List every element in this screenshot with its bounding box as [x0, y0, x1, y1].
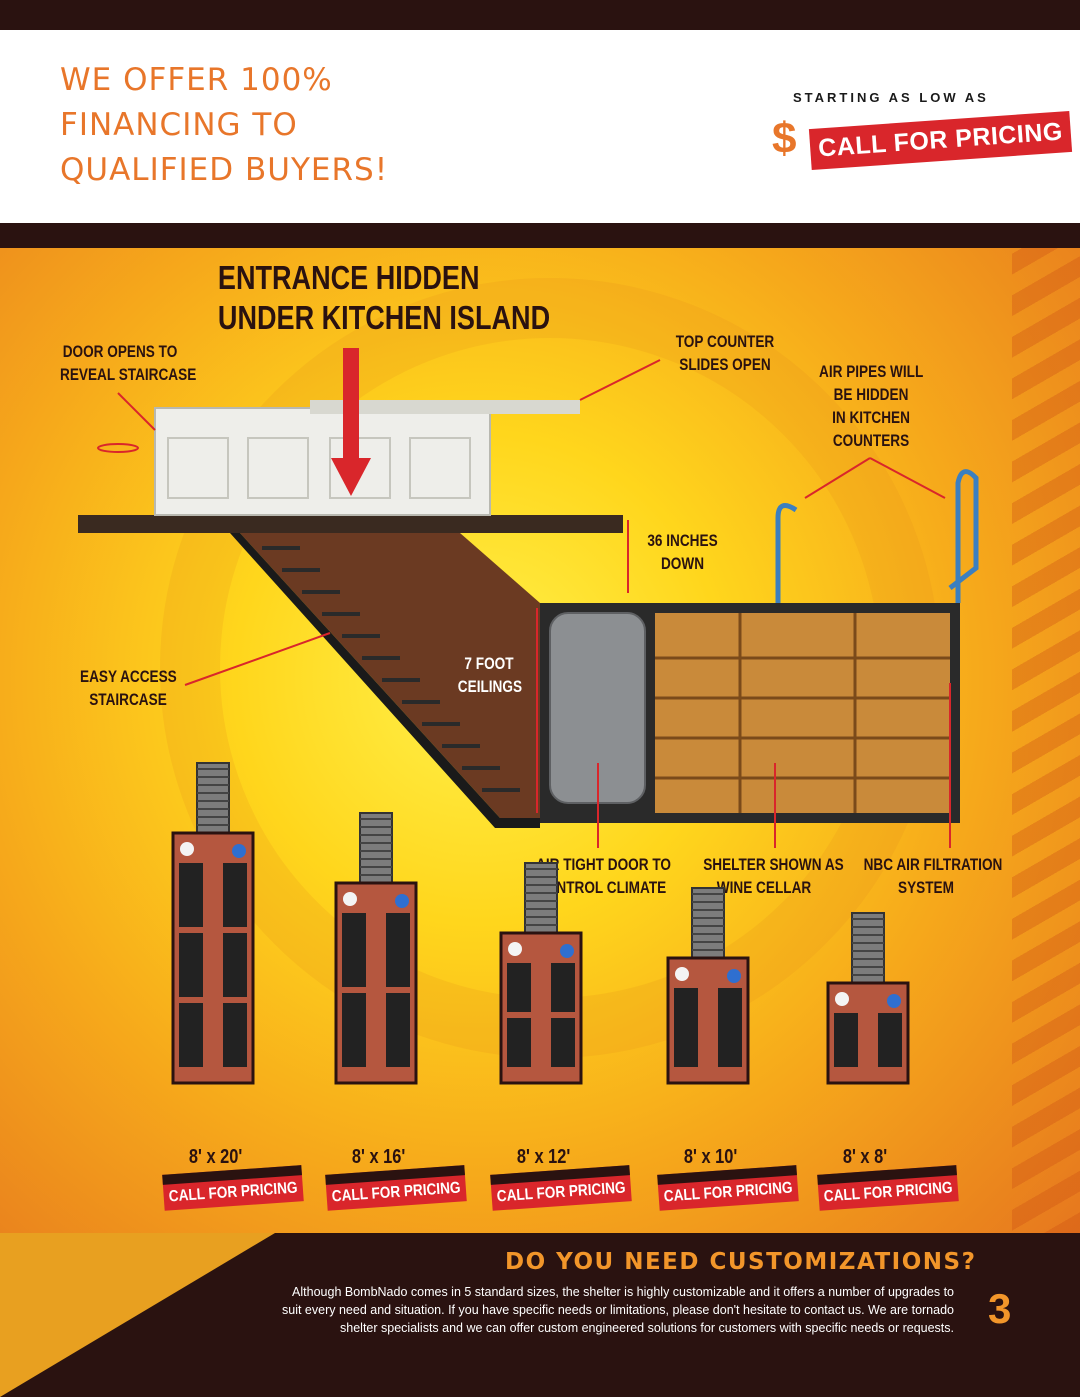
- label-air-pipes-line-3: IN KITCHEN: [832, 408, 910, 427]
- plan-size-label: 8' x 20': [188, 1146, 243, 1168]
- stair-steps: [262, 546, 520, 792]
- label-nbc-air-line-2: SYSTEM: [898, 878, 954, 897]
- label-inches-down: 36 INCHES DOWN: [645, 529, 721, 575]
- label-ceilings: 7 FOOT CEILINGS: [457, 652, 523, 698]
- plan-bunk-left: [179, 933, 203, 997]
- staircase-outline: [230, 533, 540, 828]
- top-bar: [0, 0, 1080, 30]
- label-nbc-air-line-1: NBC AIR FILTRATION: [863, 855, 1003, 874]
- plan-bunk-right: [223, 1003, 247, 1067]
- label-inches-down-line-2: DOWN: [660, 554, 705, 573]
- plan-bunk-left: [342, 913, 366, 987]
- plan-stair-tower: [196, 762, 230, 834]
- label-easy-access-line-2: STAIRCASE: [89, 690, 167, 709]
- label-air-pipes-line-4: COUNTERS: [832, 431, 910, 450]
- label-easy-access-line-1: EASY ACCESS: [80, 667, 177, 686]
- plan-bunk-left: [674, 988, 698, 1067]
- entrance-arrow-shaft: [343, 348, 359, 468]
- plan-bunk-right: [551, 963, 575, 1012]
- financing-line-3: QUALIFIED BUYERS!: [60, 152, 389, 188]
- header-panel: WE OFFER 100% FINANCING TO QUALIFIED BUY…: [0, 30, 1080, 223]
- label-air-pipes-line-1: AIR PIPES WILL: [819, 362, 924, 381]
- plan-bunk-left: [179, 1003, 203, 1067]
- plan-size-label: 8' x 8': [842, 1146, 888, 1168]
- plan-air-filter: [887, 994, 901, 1008]
- plan-bunk-left: [507, 963, 531, 1012]
- label-air-tight-line-2: CONTROL CLIMATE: [536, 878, 667, 897]
- financing-headline: WE OFFER 100% FINANCING TO QUALIFIED BUY…: [60, 58, 388, 193]
- label-door-opens-line-2: REVEAL STAIRCASE: [60, 365, 197, 384]
- floor-plans: [171, 762, 910, 1085]
- door-swing-indicator: [97, 443, 139, 453]
- plan-toilet: [180, 842, 194, 856]
- label-air-tight: AIR TIGHT DOOR TO CONTROL CLIMATE: [536, 853, 671, 899]
- plan-air-filter: [232, 844, 246, 858]
- call-for-pricing-badge[interactable]: CALL FOR PRICING: [808, 110, 1073, 171]
- floor-slab: [78, 515, 623, 533]
- plan-toilet: [835, 992, 849, 1006]
- label-wine-cellar-line-2: WINE CELLAR: [716, 878, 812, 897]
- financing-line-1: WE OFFER 100%: [60, 62, 333, 98]
- label-door-opens: DOOR OPENS TO REVEAL STAIRCASE: [60, 340, 197, 386]
- plan-bunk-left: [507, 1018, 531, 1067]
- label-air-pipes: AIR PIPES WILL BE HIDDEN IN KITCHEN COUN…: [819, 360, 923, 452]
- plan-size-label: 8' x 12': [516, 1146, 571, 1168]
- entrance-title-line-1: ENTRANCE HIDDEN: [217, 259, 480, 296]
- plan-stair-tower: [524, 862, 558, 934]
- label-door-opens-line-1: DOOR OPENS TO: [62, 342, 178, 361]
- label-top-counter-line-1: TOP COUNTER: [675, 332, 775, 351]
- dollar-sign: $: [772, 114, 797, 163]
- plan-size-label: 8' x 10': [683, 1146, 738, 1168]
- plan-toilet: [675, 967, 689, 981]
- callout-lines: [117, 359, 951, 848]
- wine-cellar-interior: [655, 613, 950, 813]
- entrance-arrow-head: [331, 458, 371, 496]
- financing-line-2: FINANCING TO: [60, 107, 298, 143]
- footer-accent-triangle: [0, 1233, 275, 1397]
- label-air-pipes-line-2: BE HIDDEN: [833, 385, 909, 404]
- divider-bar: [0, 223, 1080, 248]
- label-inches-down-line-1: 36 INCHES: [647, 531, 718, 550]
- plan-bunk-right: [718, 988, 742, 1067]
- plan-bunk-right: [223, 933, 247, 997]
- wine-rack-shelves: [655, 613, 950, 813]
- plan-toilet: [508, 942, 522, 956]
- plan-bunk-right: [386, 993, 410, 1067]
- label-top-counter-line-2: SLIDES OPEN: [679, 355, 771, 374]
- plan-bunk-right: [223, 863, 247, 927]
- air-pipe-left: [775, 503, 798, 603]
- plan-air-filter: [727, 969, 741, 983]
- customizations-body: Although BombNado comes in 5 standard si…: [282, 1285, 954, 1335]
- plan-toilet: [343, 892, 357, 906]
- plan-stair-tower: [359, 812, 393, 884]
- sliding-countertop: [310, 400, 580, 414]
- label-wine-cellar: SHELTER SHOWN AS WINE CELLAR: [703, 853, 844, 899]
- plan-air-filter: [395, 894, 409, 908]
- starting-as-low-as: STARTING AS LOW AS: [793, 90, 989, 105]
- plan-bunk-left: [834, 1013, 858, 1067]
- shelter-poster: ENTRANCE HIDDEN UNDER KITCHEN ISLAND DOO…: [0, 248, 1080, 1233]
- label-wine-cellar-line-1: SHELTER SHOWN AS: [703, 855, 844, 874]
- plan-bunk-right: [551, 1018, 575, 1067]
- label-air-tight-line-1: AIR TIGHT DOOR TO: [536, 855, 671, 874]
- air-pipe-right: [948, 469, 979, 603]
- label-easy-access: EASY ACCESS STAIRCASE: [80, 665, 177, 711]
- label-top-counter: TOP COUNTER SLIDES OPEN: [673, 330, 777, 376]
- plan-bunk-left: [342, 993, 366, 1067]
- plan-stair-tower: [691, 887, 725, 959]
- label-nbc-air: NBC AIR FILTRATION SYSTEM: [863, 853, 1003, 899]
- label-ceilings-line-1: 7 FOOT: [464, 654, 514, 673]
- shelter-cutaway-diagram: [78, 348, 979, 848]
- customizations-title: DO YOU NEED CUSTOMIZATIONS?: [505, 1249, 977, 1275]
- plan-air-filter: [560, 944, 574, 958]
- plan-bunk-left: [179, 863, 203, 927]
- hazard-stripes: [1012, 248, 1080, 1233]
- page-number: 3: [988, 1285, 1012, 1332]
- plan-bunk-right: [878, 1013, 902, 1067]
- plan-stair-tower: [851, 912, 885, 984]
- plan-size-label: 8' x 16': [351, 1146, 406, 1168]
- plan-bunk-right: [386, 913, 410, 987]
- label-ceilings-line-2: CEILINGS: [457, 677, 523, 696]
